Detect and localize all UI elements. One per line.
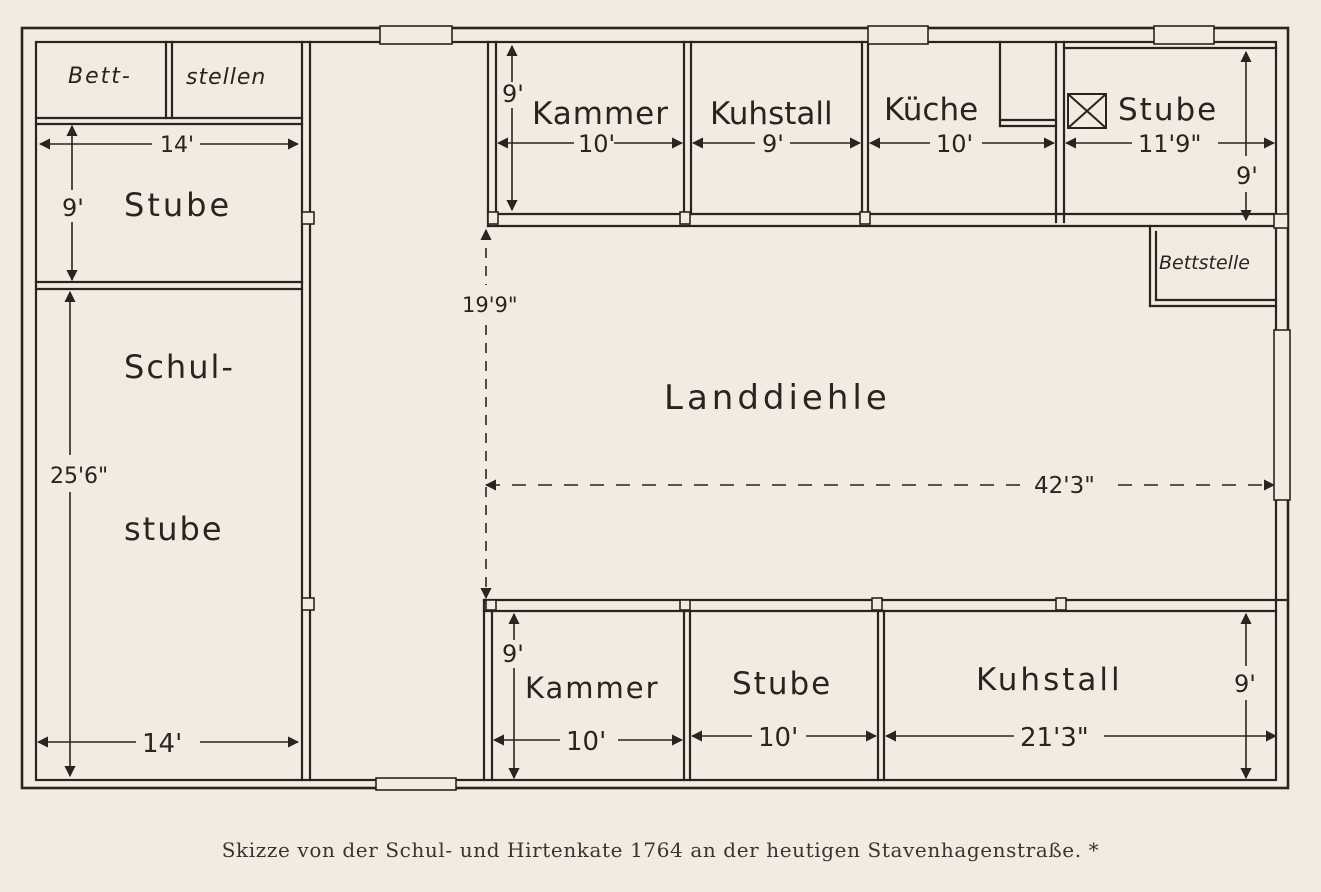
dim-stube-top-right-width: 11'9"	[1138, 130, 1201, 158]
dim-kammer-top-width: 10'	[578, 130, 615, 158]
stove-icon	[1067, 93, 1107, 129]
room-label-stube-left: Stube	[124, 186, 232, 224]
wall-openings	[301, 25, 1291, 791]
room-label-kuhstall-bottom: Kuhstall	[976, 662, 1123, 698]
dim-kammer-bottom-width: 10'	[566, 727, 606, 757]
dim-schulstube-height: 25'6"	[50, 464, 108, 489]
room-label-kuhstall-top: Kuhstall	[710, 96, 833, 132]
dim-kuhstall-top-width: 9'	[762, 130, 784, 158]
dim-left-stube-height: 9'	[62, 194, 84, 222]
dim-stube-top-right-height: 9'	[1236, 162, 1258, 190]
room-label-stube-top-right: Stube	[1118, 92, 1218, 128]
room-label-kammer-bottom: Kammer	[525, 671, 660, 705]
room-label-landdiehle: Landdiehle	[664, 378, 891, 418]
dim-kuhstall-bottom-width: 21'3"	[1020, 723, 1089, 753]
room-label-bettstellen-b: stellen	[186, 65, 266, 90]
dimension-labels: 14' 9' 25'6" 14' 9' 10' 9' 10' 11'9" 9' …	[50, 80, 1258, 759]
dim-stube-bottom-width: 10'	[758, 723, 798, 753]
room-label-bettstellen-a: Bett-	[68, 64, 132, 89]
dim-kammer-bottom-height: 9'	[502, 640, 524, 668]
room-label-kammer-top: Kammer	[532, 96, 669, 132]
figure-caption: Skizze von der Schul- und Hirtenkate 176…	[221, 838, 1100, 862]
walls	[20, 26, 1290, 790]
dim-diehle-depth: 19'9"	[462, 293, 518, 317]
dim-left-width-bottom: 14'	[142, 729, 182, 759]
room-label-stube-bottom: Stube	[732, 666, 832, 702]
dim-kuhstall-bottom-height: 9'	[1234, 670, 1256, 698]
dim-kueche-width: 10'	[936, 130, 973, 158]
room-label-schulstube-b: stube	[124, 510, 224, 548]
room-label-bettstelle-right: Bettstelle	[1159, 252, 1250, 274]
dim-diehle-length: 42'3"	[1034, 473, 1095, 499]
room-label-kueche: Küche	[884, 92, 978, 128]
room-labels: Bett- stellen Stube Schul- stube Kammer …	[68, 64, 1250, 705]
dimension-lines	[36, 44, 1278, 780]
dim-kammer-top-height: 9'	[502, 80, 524, 108]
room-label-schulstube-a: Schul-	[124, 348, 235, 386]
dim-left-width-top: 14'	[160, 133, 194, 158]
